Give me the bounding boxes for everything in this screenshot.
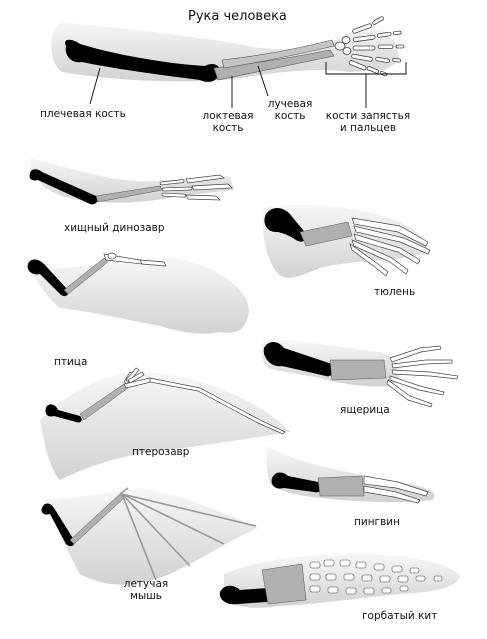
pterosaur-forearm [79,383,129,421]
label-hand-bones: кости запястья и пальцев [322,110,414,134]
label-radius-line1: лучевая [267,98,313,110]
label-hand-line2: и пальцев [339,122,397,134]
label-dinosaur: хищный динозавр [64,222,165,234]
penguin-humerus [271,472,322,493]
whale-humerus [219,585,272,605]
pterosaur-humerus [45,404,82,423]
bat-humerus [41,503,75,547]
seal-humerus [264,208,307,242]
human-pointer-lines [89,62,407,108]
lizard-humerus [263,342,334,377]
bat-wing [41,487,258,585]
pterosaur-wing [40,367,290,480]
human-hand-bones [334,16,405,77]
label-bat-line2: мышь [129,590,162,602]
diagram-title: Рука человека [188,9,287,24]
human-humerus [65,39,220,82]
label-hand-line1: кости запястья [325,110,411,122]
bird-forearm [63,257,109,295]
dinosaur-humerus [29,169,98,205]
label-seal: тюлень [374,286,416,298]
label-radius: лучевая кость [260,98,320,122]
label-whale: горбатый кит [362,610,438,622]
pterosaur-skin [40,371,290,480]
dinosaur-arm [29,158,234,205]
seal-forearm [299,221,353,247]
lizard-forearm [329,359,387,381]
lizard-arm [261,339,459,408]
label-bird: птица [54,356,88,368]
label-bat-line1: летучая [123,578,169,590]
bird-humerus [27,259,69,297]
label-radius-line2: кость [274,110,306,122]
whale-flipper [219,554,460,608]
penguin-flipper [266,446,435,504]
penguin-forearm [317,475,365,497]
label-lizard: ящерица [340,404,390,416]
label-penguin: пингвин [354,516,400,528]
label-pterosaur: птерозавр [132,446,190,458]
whale-forearm [261,563,307,605]
bird-wing [27,252,249,334]
label-ulna-line1: локтевая [202,110,254,122]
label-humerus: плечевая кость [40,108,126,120]
bat-skin [44,488,258,585]
label-ulna: локтевая кость [198,110,258,134]
label-bat: летучая мышь [116,578,176,602]
label-ulna-line2: кость [212,122,244,134]
human-radius [221,39,335,69]
human-arm [51,16,407,108]
seal-flipper [262,204,431,278]
